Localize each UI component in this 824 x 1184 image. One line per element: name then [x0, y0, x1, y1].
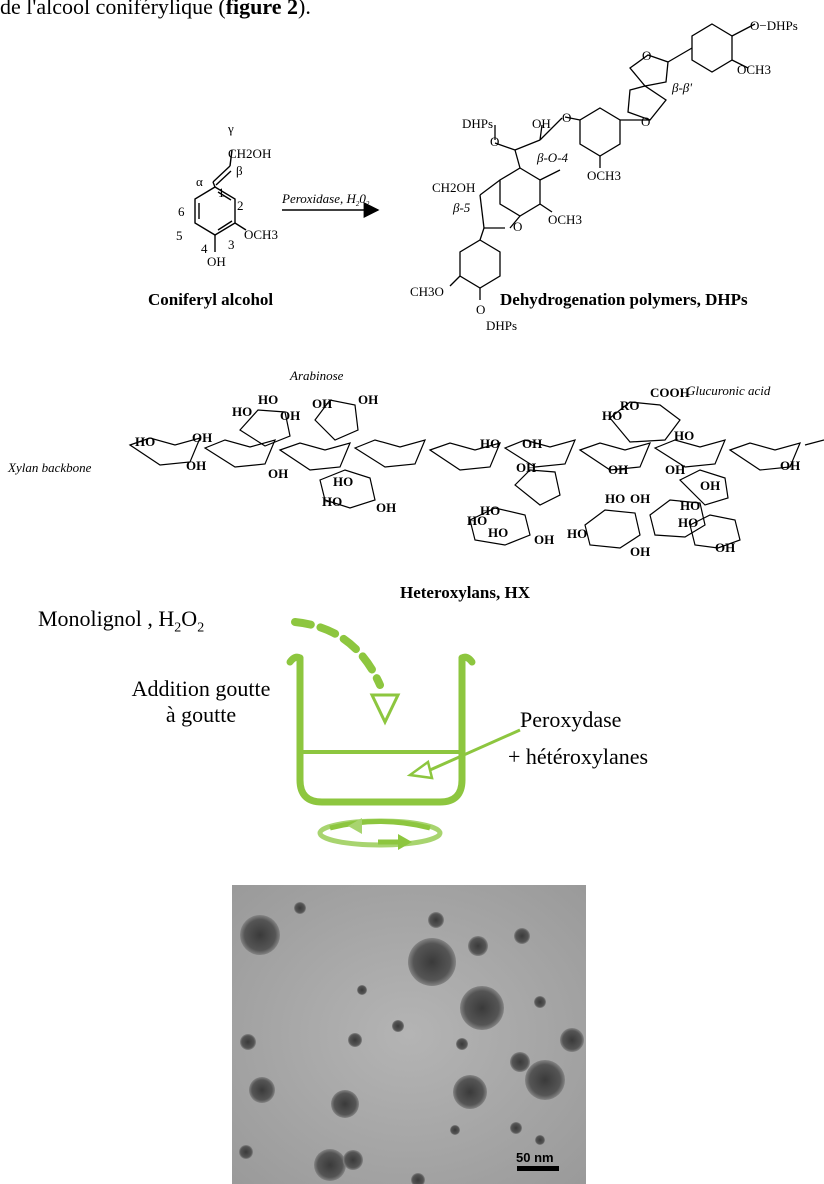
link-b5: β-5: [452, 200, 471, 215]
addition-label: Addition goutte à goutte: [131, 676, 271, 727]
stir-arrow-head: [398, 834, 412, 850]
dhp-oh: OH: [532, 116, 551, 131]
heteroxylanes-label: + hétéroxylanes: [508, 744, 649, 769]
dhp-dhps-left: DHPs: [462, 116, 493, 131]
svg-text:OH: OH: [186, 458, 206, 473]
pos-5: 5: [176, 228, 183, 243]
dhp-o4: O: [562, 110, 571, 125]
cooh-label: COOH: [650, 385, 690, 400]
monolignol-label: Monolignol , H2O2: [38, 606, 205, 636]
figure-ref: figure 2: [225, 0, 299, 19]
svg-text:OH: OH: [534, 532, 554, 547]
dhp-o1: O: [642, 48, 651, 63]
svg-text:HO: HO: [567, 526, 587, 541]
svg-text:OH: OH: [522, 436, 542, 451]
atom-ch2oh: CH2OH: [228, 146, 271, 161]
dhp-och3-c: OCH3: [548, 212, 582, 227]
svg-text:HO: HO: [232, 404, 252, 419]
dhp-ch3o: CH3O: [410, 284, 444, 299]
link-bo4: β-O-4: [536, 150, 569, 165]
atom-beta: β: [236, 163, 243, 178]
pos-1: 1: [218, 185, 225, 200]
svg-text:OH: OH: [268, 466, 288, 481]
svg-text:HO: HO: [480, 436, 500, 451]
glucuronic-acid-label: Glucuronic acid: [686, 383, 771, 398]
svg-text:HO: HO: [467, 513, 487, 528]
svg-text:HO: HO: [605, 491, 625, 506]
svg-text:HO: HO: [480, 503, 500, 518]
svg-text:HO: HO: [488, 525, 508, 540]
coniferyl-alcohol-label: Coniferyl alcohol: [148, 290, 273, 309]
dhp-o-dhps-top: O−DHPs: [750, 18, 798, 33]
scale-bar-label: 50 nm: [516, 1150, 554, 1165]
atom-alpha: α: [196, 174, 203, 189]
svg-text:HO: HO: [135, 434, 155, 449]
svg-text:OH: OH: [630, 544, 650, 559]
dhp-o3: O: [490, 134, 499, 149]
arabinose-label: Arabinose: [289, 368, 344, 383]
atom-och3: OCH3: [244, 227, 278, 242]
svg-text:HO: HO: [322, 494, 342, 509]
atom-oh: OH: [207, 254, 226, 269]
dhp-structure: [449, 23, 756, 300]
svg-text:HO: HO: [333, 474, 353, 489]
svg-text:OH: OH: [608, 462, 628, 477]
pointer-line: [429, 728, 521, 772]
dhp-label: Dehydrogenation polymers, DHPs: [500, 290, 748, 309]
intro-suffix: ).: [298, 0, 311, 19]
stir-icon: [317, 818, 443, 848]
svg-text:OH: OH: [516, 460, 536, 475]
link-bb: β-β': [671, 80, 692, 95]
ro-label: RO: [620, 398, 640, 413]
dhp-o6: O: [476, 302, 485, 317]
svg-text:HO: HO: [674, 428, 694, 443]
svg-text:OH: OH: [192, 430, 212, 445]
coniferyl-alcohol-structure: [194, 149, 247, 252]
dhp-ch2oh: CH2OH: [432, 180, 475, 195]
pos-2: 2: [237, 198, 244, 213]
svg-text:OH: OH: [280, 408, 300, 423]
intro-text: de l'alcool coniférylique (: [0, 0, 226, 19]
xylan-backbone-label: Xylan backbone: [7, 460, 92, 475]
pointer-head: [406, 759, 434, 780]
svg-text:OH: OH: [312, 396, 332, 411]
arrow-label: Peroxidase, H202: [281, 191, 370, 208]
svg-text:HO: HO: [258, 392, 278, 407]
svg-text:HO: HO: [680, 498, 700, 513]
atom-gamma: γ: [227, 121, 234, 136]
peroxydase-label: Peroxydase: [520, 707, 622, 732]
dhp-o2: O: [641, 114, 650, 129]
drop-arrow-head: [369, 693, 401, 726]
reactor-beaker: [286, 653, 476, 806]
dhp-och3-top: OCH3: [737, 62, 771, 77]
pos-4: 4: [201, 241, 208, 256]
svg-text:OH: OH: [715, 540, 735, 555]
dhp-och3-mid: OCH3: [587, 168, 621, 183]
svg-text:OH: OH: [665, 462, 685, 477]
svg-text:HO: HO: [678, 515, 698, 530]
pos-3: 3: [228, 237, 235, 252]
svg-text:OH: OH: [376, 500, 396, 515]
svg-text:OH: OH: [358, 392, 378, 407]
svg-text:OH: OH: [780, 458, 800, 473]
svg-text:OH: OH: [700, 478, 720, 493]
dhp-o5: O: [513, 219, 522, 234]
heteroxylan-structure: [128, 399, 824, 549]
dhp-dhps-bottom: DHPs: [486, 318, 517, 333]
heteroxylans-title: Heteroxylans, HX: [400, 583, 531, 602]
pos-6: 6: [178, 204, 185, 219]
svg-text:OH: OH: [630, 491, 650, 506]
drop-arrow: [291, 618, 384, 689]
svg-text:HO: HO: [602, 408, 622, 423]
intro-sentence: de l'alcool coniférylique (figure 2).: [0, 0, 311, 20]
tem-micrograph: [232, 885, 586, 1184]
stir-arrow-head-2: [348, 818, 362, 834]
